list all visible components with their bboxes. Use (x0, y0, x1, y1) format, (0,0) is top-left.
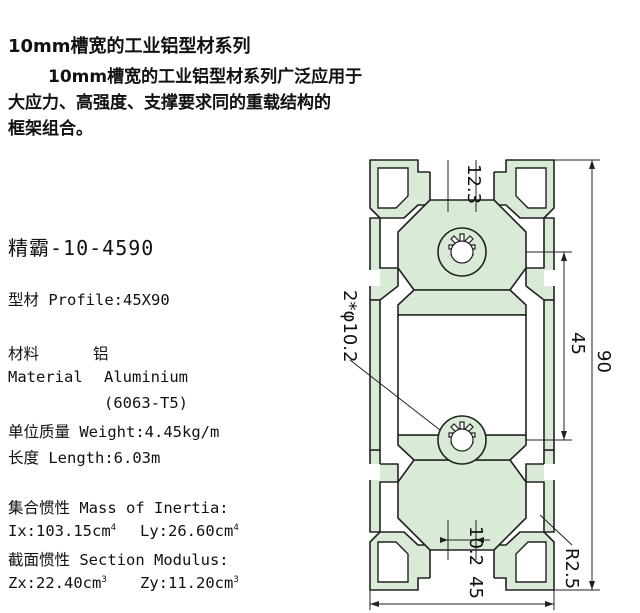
profile-slot-bottom (430, 578, 494, 590)
spec-ly-value: Ly:26.60cm (140, 522, 234, 540)
spec-inertia-title: 集合惯性 Mass of Inertia: (8, 499, 229, 517)
dimension-arrows (370, 160, 595, 607)
spec-modulus-title: 截面惯性 Section Modulus: (8, 551, 229, 569)
dim-height: 90 (593, 350, 614, 373)
profile-side-slots (358, 270, 566, 480)
profile-left-web (369, 299, 381, 451)
page-title: 10mm槽宽的工业铝型材系列 (8, 36, 251, 57)
spec-material-en-label: Material (8, 368, 83, 386)
spec-weight: 单位质量 Weight:4.45kg/m (8, 423, 220, 441)
model-name: 精霸-10-4590 (8, 236, 155, 260)
description-line-3: 框架组合。 (8, 119, 93, 139)
dim-width: 45 (465, 576, 486, 599)
slot-left-upper (358, 270, 380, 286)
dim-middle: 45 (567, 332, 588, 355)
dim-radius: R2.5 (561, 548, 582, 589)
spec-material-cn-label: 材料 (8, 345, 40, 363)
description-line-1: 10mm槽宽的工业铝型材系列广泛应用于 (48, 67, 363, 87)
profile-left-wall-lower (369, 449, 399, 533)
spec-zx: Zx:22.40cm3 (8, 574, 107, 592)
center-hole-upper (437, 227, 487, 277)
spec-zy: Zy:11.20cm3 (140, 574, 239, 592)
profile-slot-top (430, 160, 494, 172)
profile-right-wall-lower (525, 449, 555, 533)
dim-slot-top: 12.3 (463, 164, 484, 204)
spec-material-grade: (6063-T5) (104, 394, 188, 412)
spec-zx-exponent: 3 (101, 575, 107, 585)
spec-zy-value: Zy:11.20cm (140, 574, 234, 592)
spec-ix-exponent: 4 (110, 523, 117, 533)
spec-material-en-value: Aluminium (104, 368, 188, 386)
spec-ix: Ix:103.15cm4 (8, 522, 116, 540)
profile-corner-pockets (377, 167, 547, 583)
profile-cross-section (369, 159, 555, 591)
profile-lower-core (397, 459, 527, 551)
dim-hole: 2*φ10.2 (339, 290, 360, 362)
spec-ly: Ly:26.60cm4 (140, 522, 239, 540)
profile-center-hollow (397, 314, 527, 436)
profile-middle-bar-upper (397, 289, 527, 316)
slot-left-lower (358, 464, 380, 480)
pocket-bottom-left (377, 541, 409, 583)
spec-material-cn-value: 铝 (93, 345, 109, 363)
dim-slot-bottom: 10.2 (465, 526, 486, 566)
spec-zx-value: Zx:22.40cm (8, 574, 102, 592)
slot-right-lower (544, 464, 566, 480)
pocket-top-right (515, 167, 547, 209)
profile-left-wall-upper (369, 217, 399, 301)
pocket-bottom-right (515, 541, 547, 583)
spec-zy-exponent: 3 (233, 575, 239, 585)
spec-profile: 型材 Profile:45X90 (8, 291, 170, 309)
dimension-lines (349, 159, 600, 610)
profile-right-wall-upper (525, 217, 555, 301)
profile-right-web (543, 299, 555, 451)
pocket-top-left (377, 167, 409, 209)
slot-right-upper (544, 270, 566, 286)
spec-ly-exponent: 4 (233, 523, 239, 533)
spec-length: 长度 Length:6.03m (8, 449, 161, 467)
spec-ix-value: Ix:103.15cm (8, 522, 111, 540)
center-hole-lower (437, 415, 487, 465)
description-line-2: 大应力、高强度、支撑要求同的重载结构的 (8, 93, 331, 113)
